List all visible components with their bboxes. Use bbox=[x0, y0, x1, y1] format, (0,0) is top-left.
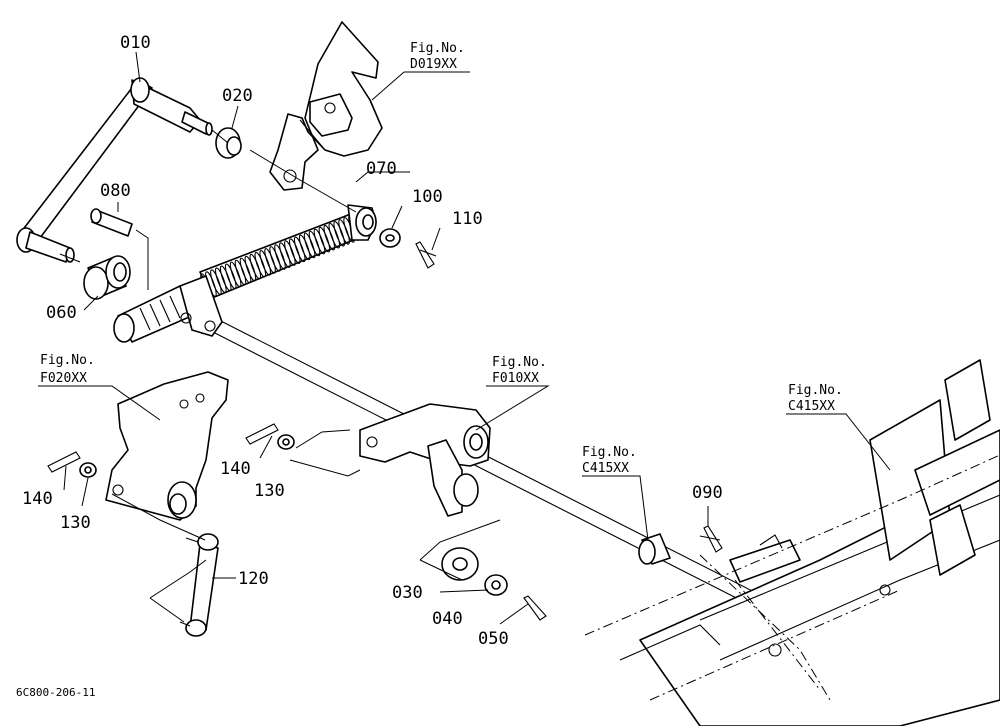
spring-coil bbox=[323, 224, 336, 251]
label-080: 080 bbox=[100, 181, 131, 201]
spring-coil bbox=[269, 246, 281, 272]
spring-coil bbox=[224, 263, 237, 290]
figref-c415b-title: Fig.No. bbox=[788, 383, 843, 398]
part-100-washer bbox=[379, 228, 401, 248]
spring-coil bbox=[288, 238, 301, 265]
label-130-left: 130 bbox=[60, 513, 91, 533]
frame-assembly bbox=[584, 359, 1000, 726]
figref-f010-code: F010XX bbox=[492, 371, 539, 386]
spring-coil bbox=[264, 248, 276, 274]
label-100: 100 bbox=[412, 187, 443, 207]
label-070: 070 bbox=[366, 159, 397, 179]
label-090: 090 bbox=[692, 483, 723, 503]
spring-coil bbox=[234, 259, 247, 286]
figure-references: Fig.No. D019XX Fig.No. F020XX Fig.No. F0… bbox=[40, 41, 843, 476]
spring-coil bbox=[244, 255, 257, 282]
label-140-center: 140 bbox=[220, 459, 251, 479]
part-090-clip bbox=[699, 525, 723, 553]
spring-coil bbox=[338, 219, 350, 245]
part-050-clip bbox=[523, 595, 547, 621]
figref-d019-code: D019XX bbox=[410, 57, 457, 72]
pivot-shaft bbox=[113, 275, 223, 343]
label-040: 040 bbox=[432, 609, 463, 629]
spring-coil bbox=[279, 242, 291, 268]
part-060-roller bbox=[83, 255, 131, 300]
spring-coil bbox=[259, 249, 272, 276]
drawing-code: 6C800-206-11 bbox=[16, 686, 95, 699]
spring-coil bbox=[219, 265, 232, 292]
figref-f020-title: Fig.No. bbox=[40, 353, 95, 368]
part-070-spring bbox=[199, 204, 377, 299]
sleeve-c415 bbox=[638, 533, 671, 565]
part-140-pin-center bbox=[245, 423, 279, 445]
part-labels: 010 020 030 040 050 060 070 080 090 100 … bbox=[22, 33, 723, 649]
label-110: 110 bbox=[452, 209, 483, 229]
figref-f010-title: Fig.No. bbox=[492, 355, 547, 370]
label-130-center: 130 bbox=[254, 481, 285, 501]
figref-c415b-code: C415XX bbox=[788, 399, 835, 414]
part-020-bushing bbox=[215, 127, 242, 159]
spring-coil bbox=[293, 236, 306, 263]
part-080-pin bbox=[90, 208, 133, 237]
figref-f020-code: F020XX bbox=[40, 371, 87, 386]
label-030: 030 bbox=[392, 583, 423, 603]
spring-coil bbox=[274, 244, 286, 270]
label-050: 050 bbox=[478, 629, 509, 649]
label-140-left: 140 bbox=[22, 489, 53, 509]
spring-coil bbox=[313, 228, 326, 255]
label-120: 120 bbox=[238, 569, 269, 589]
spring-coil bbox=[249, 253, 262, 280]
main-shaft bbox=[204, 317, 771, 611]
spring-coil bbox=[333, 220, 346, 247]
spring-coil bbox=[318, 226, 331, 253]
spring-coil bbox=[254, 251, 267, 278]
spring-coil bbox=[298, 234, 311, 261]
label-010: 010 bbox=[120, 33, 151, 53]
spring-coil bbox=[239, 257, 252, 284]
spring-coil bbox=[214, 267, 227, 294]
part-120-rod bbox=[179, 533, 219, 637]
part-110-clip bbox=[415, 241, 437, 269]
leader-lines bbox=[38, 51, 891, 625]
bracket-f010 bbox=[359, 403, 491, 517]
label-060: 060 bbox=[46, 303, 77, 323]
part-040-washer bbox=[484, 574, 508, 596]
spring-coil bbox=[328, 222, 341, 249]
spring-coil bbox=[284, 240, 296, 266]
spring-coil bbox=[229, 261, 242, 288]
part-030-washer bbox=[441, 547, 479, 581]
spring-coil bbox=[210, 269, 222, 295]
spring-coil bbox=[308, 230, 321, 257]
spring-coil bbox=[303, 232, 316, 259]
part-130-washer-left bbox=[79, 462, 97, 478]
figref-d019-title: Fig.No. bbox=[410, 41, 465, 56]
part-140-pin-left bbox=[47, 451, 81, 473]
plate-f020 bbox=[105, 371, 229, 521]
part-010-lever bbox=[16, 77, 213, 263]
part-130-washer-center bbox=[277, 434, 295, 450]
bracket-d019 bbox=[269, 21, 383, 191]
figref-c415a-title: Fig.No. bbox=[582, 445, 637, 460]
figref-c415a-code: C415XX bbox=[582, 461, 629, 476]
label-020: 020 bbox=[222, 86, 253, 106]
